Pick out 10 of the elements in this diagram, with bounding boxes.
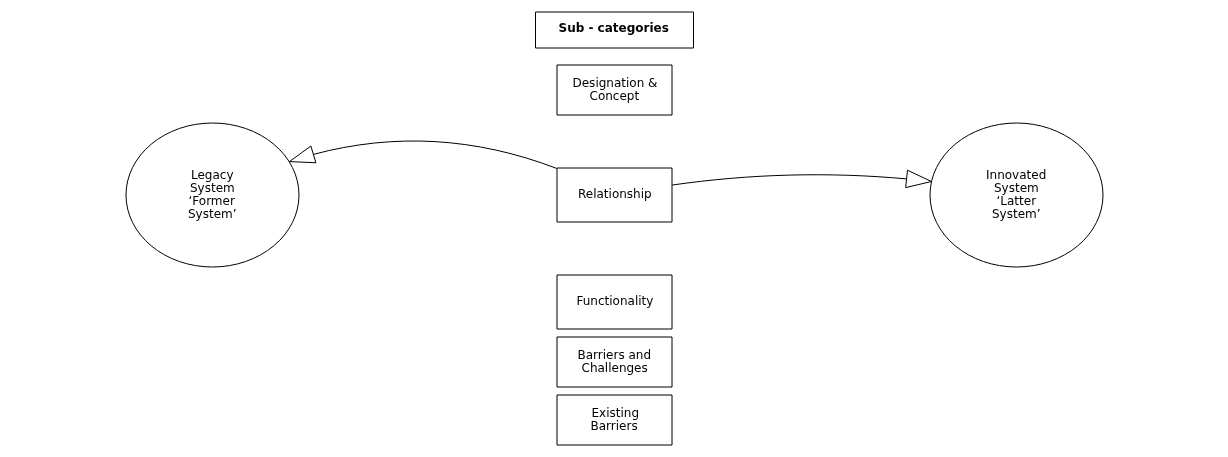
node-box: Designation & Concept xyxy=(556,64,672,116)
node-box: Functionality xyxy=(556,274,672,330)
node-box: Relationship xyxy=(556,167,672,223)
node-box: Barriers and Challenges xyxy=(556,336,672,388)
arrow xyxy=(671,169,932,189)
node-ellipse: Innovated System ‘Latter System’ xyxy=(929,122,1103,268)
node-ellipse: Legacy System ‘Former System’ xyxy=(125,122,299,268)
node-box: Sub - categories xyxy=(534,11,694,49)
arrow xyxy=(288,140,557,169)
node-box: Existing Barriers xyxy=(556,394,672,446)
